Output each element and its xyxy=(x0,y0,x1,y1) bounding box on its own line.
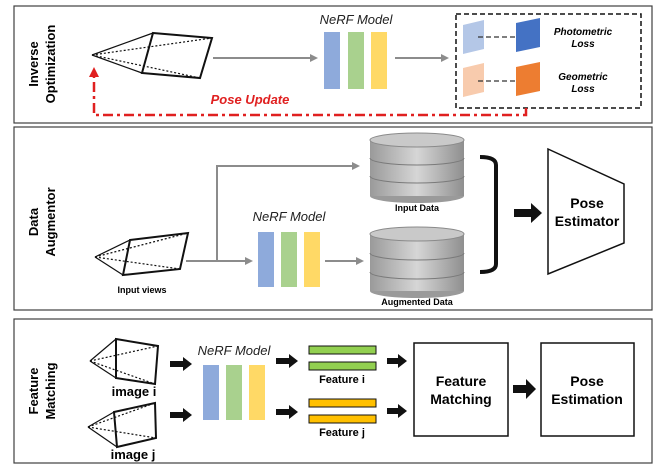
side-label-line-1: Data xyxy=(26,207,41,236)
geometric-loss-label-2: Loss xyxy=(571,84,595,95)
feature-matching-label-2: Matching xyxy=(430,391,491,407)
feature-matching-block xyxy=(413,342,509,437)
side-label-line-2: Optimization xyxy=(43,25,58,104)
arrow-to-input-data xyxy=(186,162,360,262)
image-j-label: image j xyxy=(111,447,156,462)
augmented-data-label: Augmented Data xyxy=(381,297,454,307)
feature-j-bars xyxy=(308,398,377,424)
augmented-data-database-icon xyxy=(369,226,465,298)
feature-j-label: Feature j xyxy=(319,427,365,439)
side-label-line-2: Augmentor xyxy=(43,187,58,256)
geometric-loss-label-1: Geometric xyxy=(558,72,608,83)
nerf-model-label: NeRF Model xyxy=(320,12,394,27)
feature-matching-label-1: Feature xyxy=(436,373,487,389)
pose-update-label: Pose Update xyxy=(211,92,290,107)
arrow-feature-j-to-matching xyxy=(387,404,407,418)
feature-i-label: Feature i xyxy=(319,374,365,386)
nerf-model-bars xyxy=(203,365,265,420)
side-label-line-1: Feature xyxy=(26,368,41,415)
camera-frustum-j xyxy=(87,401,158,449)
nerf-model-label: NeRF Model xyxy=(253,209,327,224)
camera-frustum-i xyxy=(89,337,160,386)
input-data-label: Input Data xyxy=(395,203,440,213)
panel-feature-matching: Feature Matching image i image j xyxy=(13,318,653,464)
arrow-feature-i-to-matching xyxy=(387,354,407,368)
arrow-to-pose-estimator xyxy=(514,203,542,223)
panel-data-augmentor: Data Augmentor Input views NeRF Model xyxy=(13,126,653,311)
panel-border xyxy=(13,318,653,464)
pose-estimation-label-2: Estimation xyxy=(551,391,623,407)
camera-frustum xyxy=(91,31,214,80)
arrow-nerf-to-feature-j xyxy=(276,405,298,419)
nerf-model-bars xyxy=(324,32,387,89)
panel-border xyxy=(13,5,653,124)
panel-border xyxy=(13,126,653,311)
merge-bracket xyxy=(479,155,498,274)
arrow-matching-to-estimation xyxy=(513,379,536,399)
loss-box xyxy=(455,13,642,109)
side-label-line-2: Matching xyxy=(43,362,58,419)
pose-estimator-block xyxy=(547,147,625,276)
camera-frustum xyxy=(94,231,190,277)
input-data-database-icon xyxy=(369,132,465,203)
pose-estimator-label-2: Estimator xyxy=(555,213,620,229)
geometric-loss-pair xyxy=(463,62,540,97)
input-views-label: Input views xyxy=(117,285,166,295)
pose-estimator-label-1: Pose xyxy=(570,195,604,211)
side-label-line-1: Inverse xyxy=(26,41,41,87)
pose-estimation-block xyxy=(540,342,635,437)
photometric-loss-label-1: Photometric xyxy=(554,27,613,38)
image-i-label: image i xyxy=(112,384,157,399)
photometric-loss-pair xyxy=(463,18,540,54)
nerf-model-label: NeRF Model xyxy=(198,343,272,358)
panel-inverse-optimization: Inverse Optimization NeRF Model Photomet… xyxy=(13,5,653,124)
nerf-model-bars xyxy=(258,232,320,287)
pose-estimation-label-1: Pose xyxy=(570,373,604,389)
arrow-nerf-to-feature-i xyxy=(276,354,298,368)
arrow-image-i-to-nerf xyxy=(170,357,192,371)
pose-update-arrow xyxy=(89,67,528,117)
feature-i-bars xyxy=(308,345,377,371)
arrow-image-j-to-nerf xyxy=(170,408,192,422)
photometric-loss-label-2: Loss xyxy=(571,39,595,50)
